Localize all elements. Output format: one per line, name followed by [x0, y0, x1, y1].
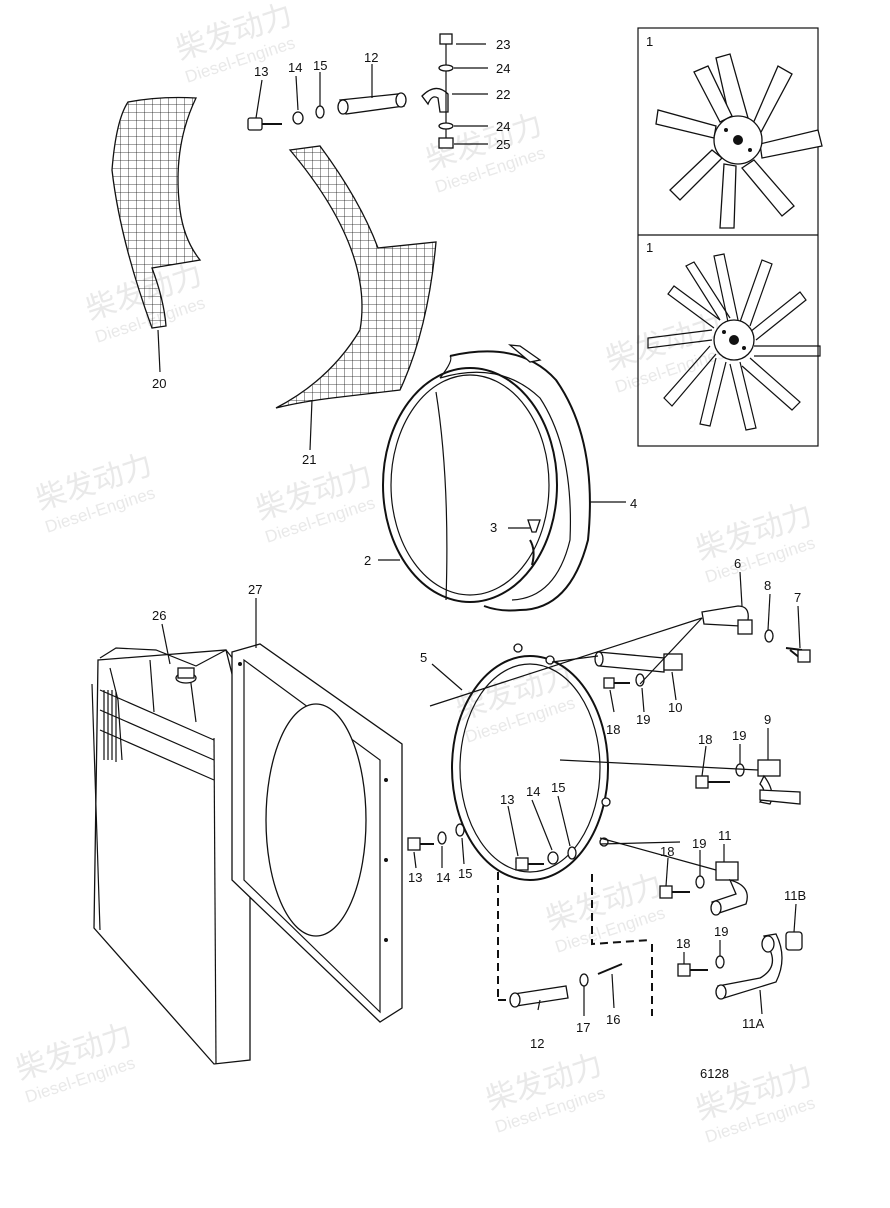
label-17: 17 — [576, 1020, 590, 1035]
label-18-bottom: 18 — [676, 936, 690, 951]
fan-guard-mesh-21 — [275, 145, 437, 409]
label-11: 11 — [718, 828, 732, 843]
label-16: 16 — [606, 1012, 620, 1027]
label-1-fan-8-blade: 1 — [646, 34, 653, 49]
label-24-top: 24 — [496, 61, 510, 76]
assembly-dashed-lines — [497, 872, 653, 1016]
watermark: 柴发动力 Diesel-Engines — [422, 108, 547, 196]
strut-pipe-11 — [659, 861, 748, 916]
label-20: 20 — [152, 376, 166, 391]
label-19-low: 19 — [692, 836, 706, 851]
mount-hardware-lower — [407, 823, 623, 1008]
label-1-fan-11-blade: 1 — [646, 240, 653, 255]
watermark: 柴发动力 Diesel-Engines — [172, 0, 297, 87]
label-13-lower: 13 — [408, 870, 422, 885]
label-19-upper: 19 — [636, 712, 650, 727]
leader-lines — [157, 43, 801, 1016]
label-19-mid: 19 — [732, 728, 746, 743]
label-18-mid: 18 — [698, 732, 712, 747]
strut-pipe-9 — [695, 759, 801, 805]
part-labels: 1 1 13 14 15 12 23 24 22 24 25 20 21 2 3… — [152, 34, 806, 1081]
fan-shroud-ring-4 — [435, 344, 591, 612]
fan-8-blade — [655, 53, 823, 229]
label-8: 8 — [764, 578, 771, 593]
label-6: 6 — [734, 556, 741, 571]
label-9: 9 — [764, 712, 771, 727]
shroud-frame-27 — [231, 643, 403, 1023]
label-11a: 11A — [742, 1016, 764, 1031]
label-4: 4 — [630, 496, 637, 511]
spacer-11b — [785, 931, 803, 951]
strut-pipe-6 — [701, 605, 811, 663]
label-18-low: 18 — [660, 844, 674, 859]
fan-11-blade — [647, 253, 821, 431]
fan-guard-mesh-20 — [111, 96, 202, 329]
clip-3 — [527, 519, 541, 566]
label-27: 27 — [248, 582, 262, 597]
label-14-top: 14 — [288, 60, 302, 75]
label-14-lower: 14 — [436, 870, 450, 885]
fan-shroud-ring-2 — [382, 367, 558, 603]
label-13-mid: 13 — [500, 792, 514, 807]
label-23: 23 — [496, 37, 510, 52]
label-2: 2 — [364, 553, 371, 568]
label-12-top: 12 — [364, 50, 378, 65]
label-3: 3 — [490, 520, 497, 535]
radiator-26 — [91, 647, 251, 1065]
drawing-number: 6128 — [700, 1066, 729, 1081]
radiator-core — [99, 689, 215, 781]
label-5: 5 — [420, 650, 427, 665]
label-19-bottom: 19 — [714, 924, 728, 939]
label-21: 21 — [302, 452, 316, 467]
label-10: 10 — [668, 700, 682, 715]
label-18-upper: 18 — [606, 722, 620, 737]
mount-hardware-top — [247, 33, 454, 149]
label-7: 7 — [794, 590, 801, 605]
label-15-lower: 15 — [458, 866, 472, 881]
watermark: 柴发动力 Diesel-Engines — [692, 498, 817, 586]
watermark: 柴发动力 Diesel-Engines — [252, 458, 377, 546]
label-25: 25 — [496, 137, 510, 152]
label-14-mid: 14 — [526, 784, 540, 799]
strut-pipe-10 — [594, 651, 683, 689]
alignment-lines — [429, 617, 759, 871]
label-22: 22 — [496, 87, 510, 102]
watermark: 柴发动力 Diesel-Engines — [602, 308, 727, 396]
strut-pipe-11a — [677, 933, 783, 1000]
label-15-mid: 15 — [551, 780, 565, 795]
label-12-bottom: 12 — [530, 1036, 544, 1051]
label-24-bottom: 24 — [496, 119, 510, 134]
label-13-top: 13 — [254, 64, 268, 79]
watermark: 柴发动力 Diesel-Engines — [482, 1048, 607, 1136]
fan-inset-box — [637, 27, 819, 447]
watermark: 柴发动力 Diesel-Engines — [32, 448, 157, 536]
label-26: 26 — [152, 608, 166, 623]
label-11b: 11B — [784, 888, 806, 903]
watermark: 柴发动力 Diesel-Engines — [452, 658, 577, 746]
watermark: 柴发动力 Diesel-Engines — [12, 1018, 137, 1106]
label-15-top: 15 — [313, 58, 327, 73]
